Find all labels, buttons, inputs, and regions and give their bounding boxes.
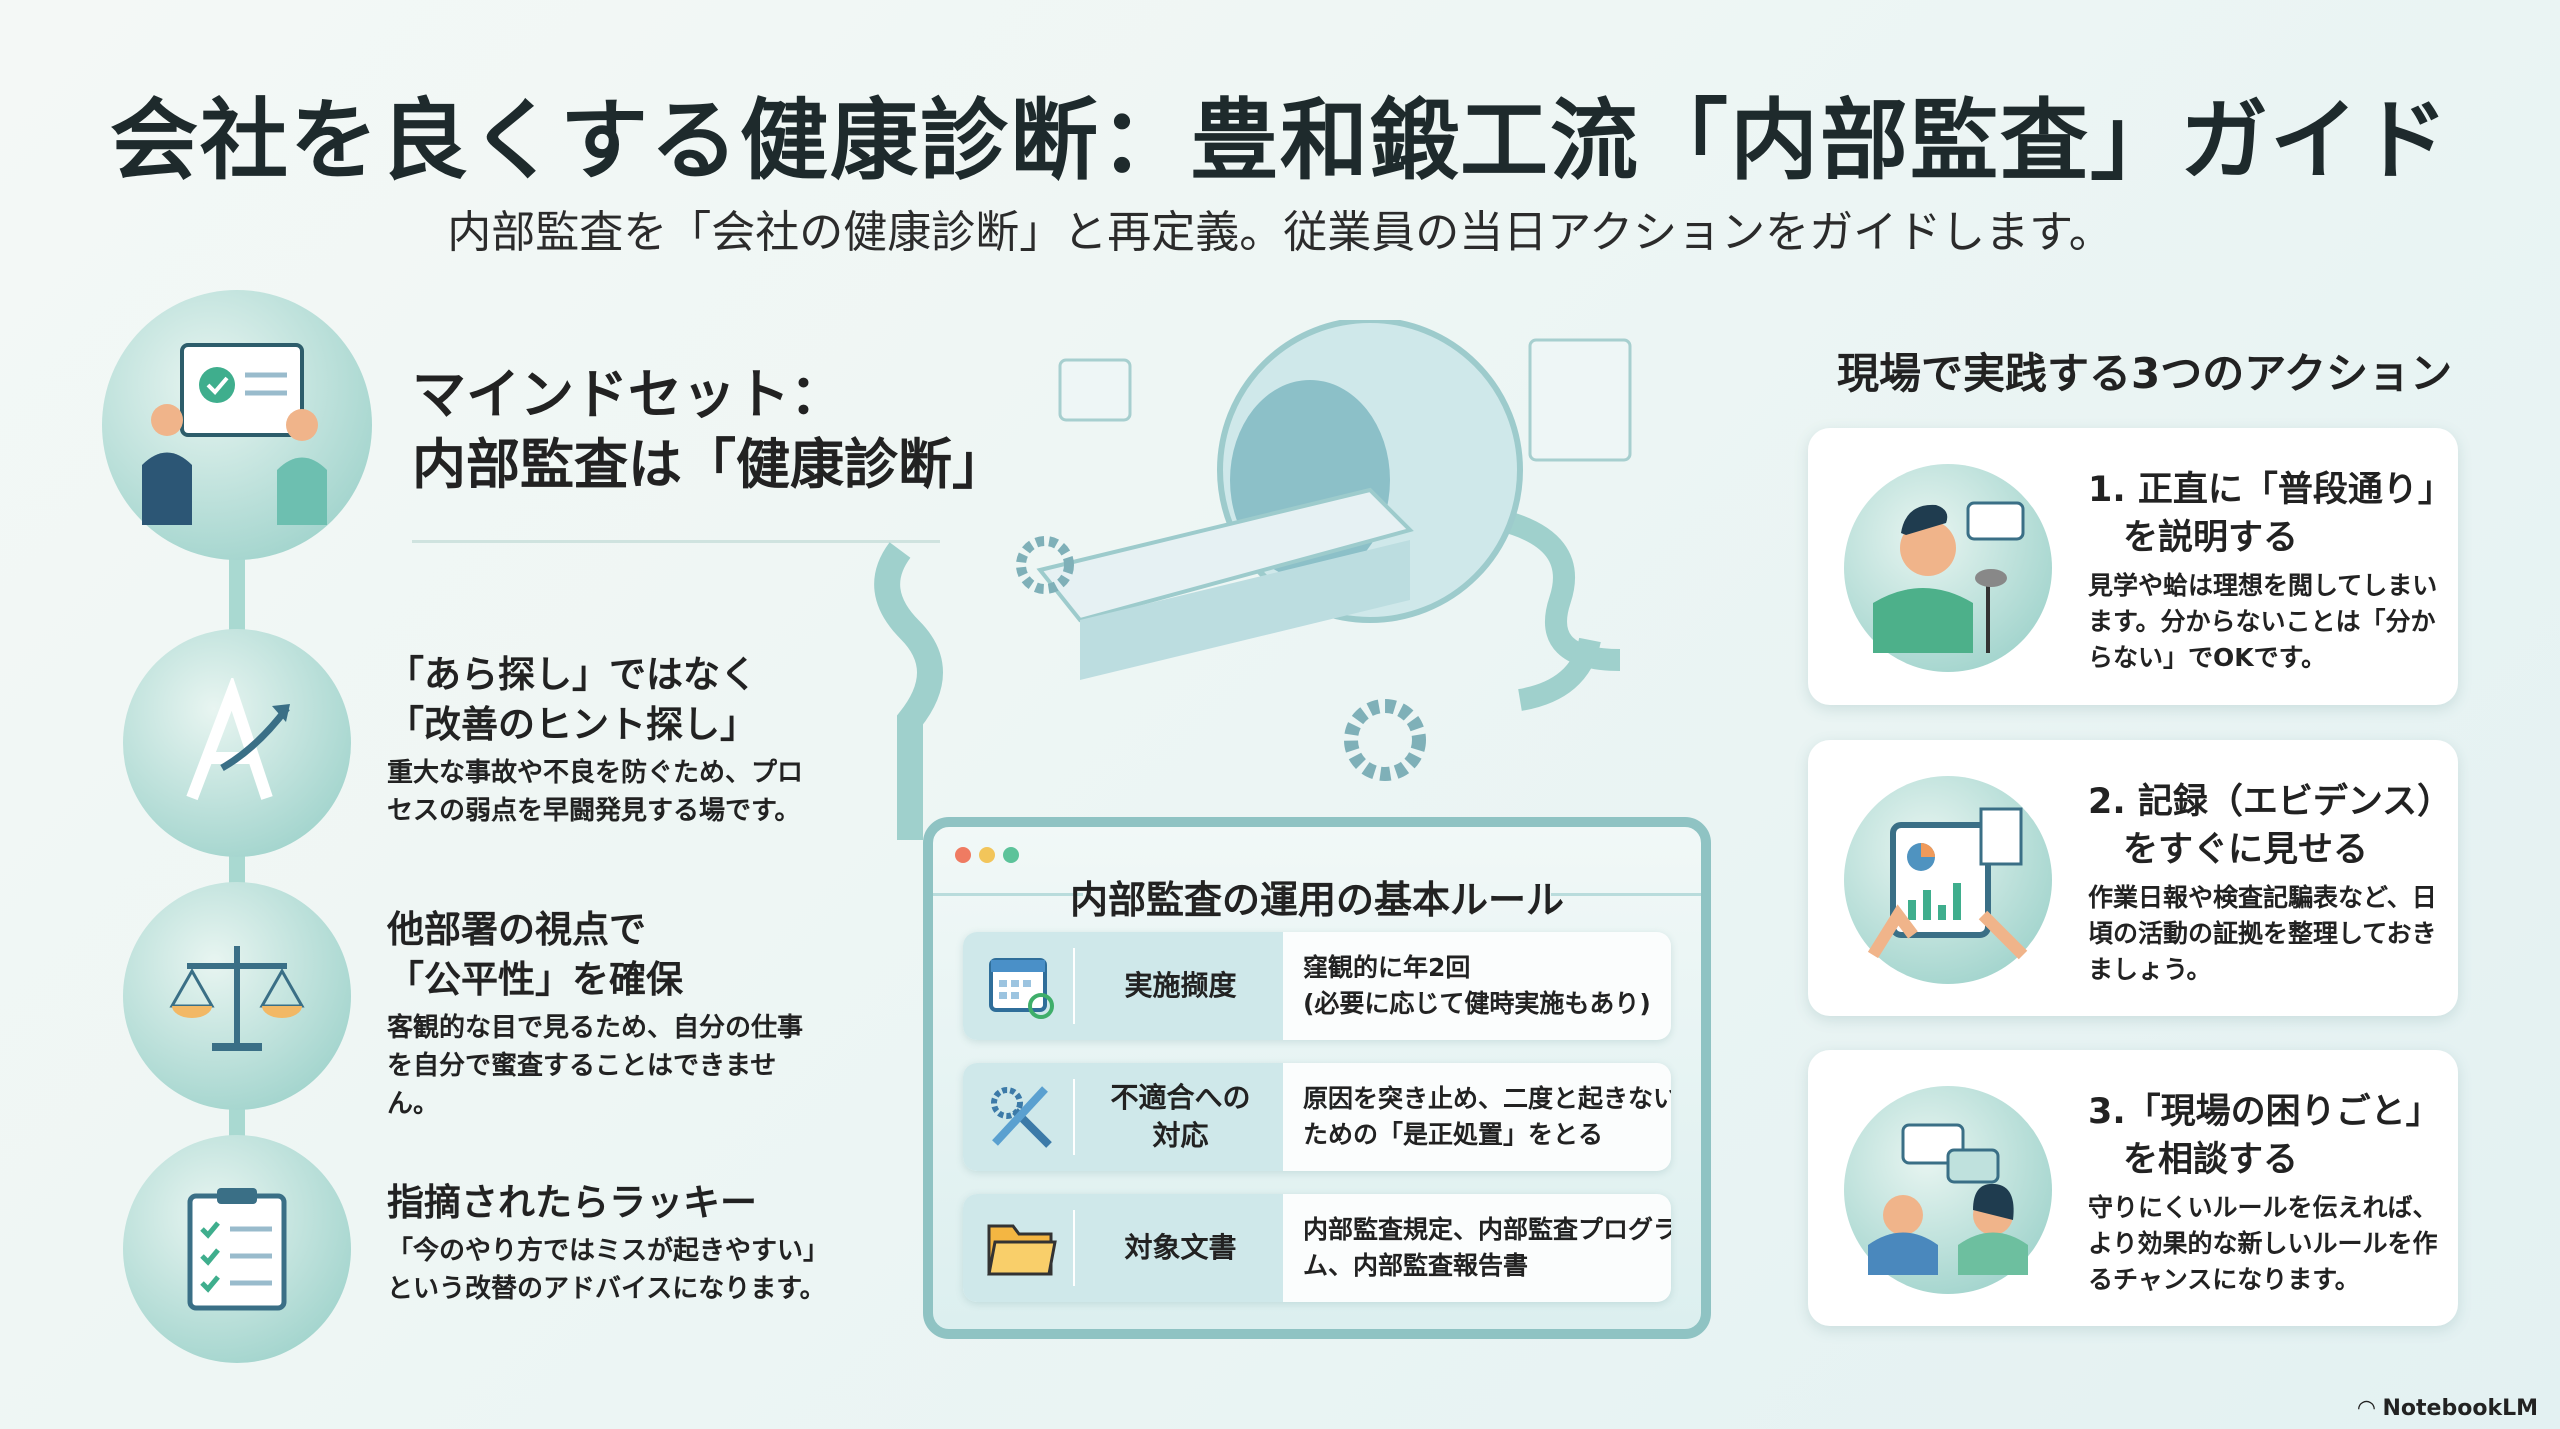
checklist-icon bbox=[123, 1135, 351, 1363]
rules-window: 内部監査の運用の基本ルール 実施撷度 窪観的に年2回 (必要に応じて健時実施もあ… bbox=[923, 817, 1711, 1339]
tools-icon bbox=[991, 1086, 1052, 1148]
divider bbox=[933, 893, 1083, 896]
mindset-item-body: 「今のやり方ではミスが起きやすい」という改替のアドバイスになります。 bbox=[387, 1236, 826, 1304]
actions-title: 現場で実践する3つのアクション bbox=[1837, 349, 2453, 398]
window-maximize-dot bbox=[1003, 847, 1019, 863]
action-body: 見学や蛤は理想を閲してしまいます。分からないことは「分からない」でOKです。 bbox=[2088, 571, 2438, 672]
action-card: 2. 記録（エビデンス） をすぐに見せる 作業日報や検査記騙表など、日頃の活動の… bbox=[1808, 740, 2458, 1016]
mindset-item-body: 重大な事故や不良を防ぐため、プロセスの弱点を早闘発見する場です。 bbox=[387, 758, 804, 826]
action-heading: 3.「現場の困りごと」 を相談する bbox=[2088, 1092, 2441, 1180]
action-card: 3.「現場の困りごと」 を相談する 守りにくいルールを伝えれば、より効果的な新し… bbox=[1808, 1050, 2458, 1326]
mindset-item-body: 客観的な目で見るため、自分の仕事を自分で蜜査することはできません。 bbox=[387, 1013, 804, 1119]
action-body: 作業日報や検査記騙表など、日頃の活動の証拠を整理しておきましょう。 bbox=[2088, 883, 2437, 984]
mindset-item-heading: 「あら探し」ではなく 「改善のヒント探し」 bbox=[387, 653, 757, 746]
mindset-item: 指摘されたらラッキー 「今のやり方ではミスが起きやすい」という改替のアドバイスに… bbox=[387, 1178, 827, 1308]
growth-arrow-icon bbox=[123, 629, 351, 857]
action-heading: 2. 記録（エビデンス） をすぐに見せる bbox=[2088, 782, 2453, 870]
rule-row: 不適合への 対応 原因を突き止め、二度と起きない ための「是正処置」をとる bbox=[963, 1063, 1671, 1171]
mindset-title: マインドセット： 内部監査は「健康診断」 bbox=[412, 360, 1006, 500]
rule-value: 原因を突き止め、二度と起きない ための「是正処置」をとる bbox=[1303, 1084, 1671, 1149]
scale-icon bbox=[123, 882, 351, 1110]
rule-value: 窪観的に年2回 (必要に応じて健時実施もあり) bbox=[1303, 953, 1651, 1018]
tablet-report-icon bbox=[1844, 776, 2052, 984]
mindset-illustration bbox=[102, 290, 372, 560]
mindset-item: 「あら探し」ではなく 「改善のヒント探し」 重大な事故や不良を防ぐため、プロセス… bbox=[387, 650, 827, 830]
presentation-icon bbox=[142, 343, 327, 525]
rule-row: 対象文書 内部監査規定、内部監査プログラ ム、内部監査報告書 bbox=[963, 1194, 1671, 1302]
window-close-dot bbox=[955, 847, 971, 863]
notebooklm-logo: ◠ NotebookLM bbox=[2358, 1396, 2538, 1421]
rules-title: 内部監査の運用の基本ルール bbox=[1069, 878, 1564, 922]
consultation-icon bbox=[1844, 1086, 2052, 1294]
action-heading: 1. 正直に「普段通り」 を説明する bbox=[2088, 470, 2453, 558]
page-title: 会社を良くする健康診断：豊和鍛工流「内部監査」ガイド bbox=[109, 89, 2450, 192]
brand-label: NotebookLM bbox=[2382, 1396, 2538, 1421]
divider bbox=[1551, 893, 1701, 896]
page-subtitle: 内部監査を「会社の健康診断」と再定義。従業員の当日アクションをガイドします。 bbox=[447, 207, 2113, 258]
mindset-item-heading: 指摘されたらラッキー bbox=[387, 1181, 757, 1224]
mri-machine-illustration bbox=[874, 320, 1632, 840]
rule-label: 不適合への 対応 bbox=[1110, 1081, 1251, 1152]
mindset-item: 他部署の視点で 「公平性」を確保 客観的な目で見るため、自分の仕事を自分で蜜査す… bbox=[387, 905, 827, 1123]
rule-label: 対象文書 bbox=[1124, 1231, 1237, 1264]
speaker-icon bbox=[1844, 464, 2052, 672]
window-minimize-dot bbox=[979, 847, 995, 863]
rule-label: 実施撷度 bbox=[1124, 969, 1237, 1002]
action-body: 守りにくいルールを伝えれば、より効果的な新しいルールを作るチャンスになります。 bbox=[2088, 1193, 2438, 1294]
calendar-icon bbox=[989, 958, 1054, 1019]
mindset-item-heading: 他部署の視点で 「公平性」を確保 bbox=[387, 908, 683, 1001]
notebooklm-icon: ◠ bbox=[2357, 1396, 2383, 1421]
rule-value: 内部監査規定、内部監査プログラ ム、内部監査報告書 bbox=[1303, 1215, 1671, 1280]
folder-icon bbox=[987, 1224, 1057, 1276]
rule-row: 実施撷度 窪観的に年2回 (必要に応じて健時実施もあり) bbox=[963, 932, 1671, 1040]
mindset-title-line1: マインドセット： bbox=[412, 363, 844, 426]
mindset-title-line2: 内部監査は「健康診断」 bbox=[412, 433, 1006, 496]
divider bbox=[412, 540, 940, 543]
action-card: 1. 正直に「普段通り」 を説明する 見学や蛤は理想を閲してしまいます。分からな… bbox=[1808, 428, 2458, 705]
